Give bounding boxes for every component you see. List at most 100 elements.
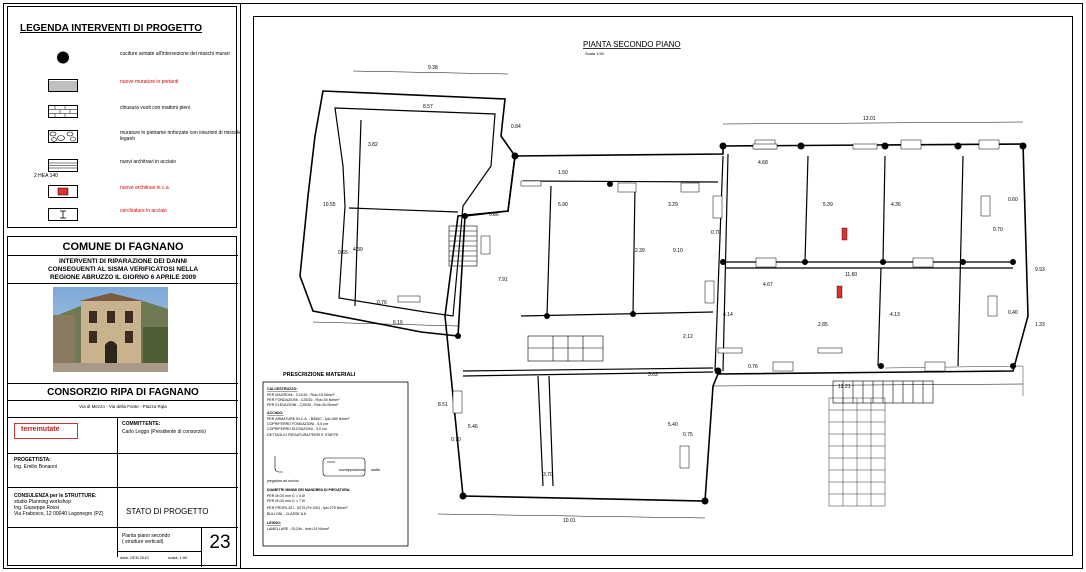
structures-line-3: Via Frabosco, 12 00040 Lagonegro (PZ) — [14, 511, 104, 517]
materials-line: COPRIFERRO ELEVAZIONI - 3,0 cm — [267, 427, 327, 431]
dimension-label: 0.76 — [748, 364, 758, 370]
client-label: COMMITTENTE: — [122, 421, 161, 427]
structures-line-2: Ing. Giuseppe Rossi — [14, 505, 60, 511]
designer-label: PROGETTISTA: — [14, 457, 51, 463]
dimension-label: 9.93 — [1035, 267, 1045, 273]
dimension-label: 5.90 — [558, 202, 568, 208]
dimension-label: 5.40 — [668, 422, 678, 428]
dimension-label: 9.38 — [428, 65, 438, 71]
materials-line: ACCIAIO: — [267, 411, 283, 415]
legend-panel: LEGENDA INTERVENTI DI PROGETTO cuciture … — [7, 6, 241, 228]
dimension-label: 8.51 — [438, 402, 448, 408]
dimension-label: 4.36 — [891, 202, 901, 208]
bending-detail-icon — [274, 456, 366, 477]
sheet-border — [3, 3, 1083, 569]
materials-line: PER ELEVAZIONI - C25/30 - Rck=30 N/mm² — [267, 403, 339, 407]
legend-text: cuciture armate all'intersezione dei mas… — [120, 51, 230, 57]
date-label: data: GEN 2010 — [120, 555, 149, 560]
steel-lintel-icon — [48, 159, 78, 172]
materials-line: PER Ø<20 mm D = 4 Ø — [267, 494, 305, 498]
steel-lintels — [397, 143, 878, 354]
dimension-label: 9.10 — [673, 248, 683, 254]
rc-lintel-icon — [48, 185, 78, 198]
dimension-label: 3.70 — [543, 472, 553, 478]
municipality-name: COMUNE DI FAGNANO — [62, 241, 184, 253]
legend-text: murature in pietrame rinforzate con inie… — [120, 130, 241, 142]
stitching-symbol-icon — [57, 51, 69, 64]
legend-text: nuove architravi in c.a. — [120, 185, 171, 191]
stone-pattern-icon — [48, 130, 78, 143]
materials-line: PER ARMATURE IN C.A. - B450C - fyk=450 N… — [267, 417, 350, 421]
dimension-label: 1.33 — [1035, 322, 1045, 328]
materials-line: LEGNO: — [267, 521, 281, 525]
legend-title: LEGENDA INTERVENTI DI PROGETTO — [20, 23, 203, 34]
sheet-title-line-2: ( strutture verticali) — [122, 539, 164, 545]
dimension-labels: 9.38 8.57 13.01 4.68 4.36 5.39 0.84 0.86… — [323, 65, 1045, 524]
dimension-label: 10.55 — [323, 202, 336, 208]
materials-line: DETTAGLIO PIEGATURA FERRI E STAFFE: — [267, 433, 339, 437]
dimension-label: 4.67 — [763, 282, 773, 288]
dimension-label: 0.76 — [377, 300, 387, 306]
sheet-title-line-1: Pianta piano secondo — [122, 533, 171, 539]
project-line-3: REGIONE ABRUZZO IL GIORNO 6 APRILE 2009 — [49, 274, 197, 281]
project-line-1: INTERVENTI DI RIPARAZIONE DEI DANNI — [59, 258, 187, 265]
dimension-label: 6.16 — [393, 320, 403, 326]
terrace-tiles — [828, 365, 1024, 507]
dimension-label: 0.70 — [993, 227, 1003, 233]
steel-frame-icon — [48, 208, 78, 221]
stair-block — [448, 225, 934, 404]
dimension-label: 4.13 — [890, 312, 900, 318]
client-value: Carlo Leggo (Presidente di consorzio) — [122, 429, 206, 435]
wall-stitching-points — [455, 142, 1027, 505]
materials-box: PRESCRIZIONE MATERIALI CALCESTRUZZO: PER… — [262, 372, 409, 547]
dimension-label: 8.57 — [423, 104, 433, 110]
dimension-label: 3.03 — [648, 372, 658, 378]
title-block: COMUNE DI FAGNANO INTERVENTI DI RIPARAZI… — [7, 236, 238, 567]
heb-label: 2 HEA 140 — [34, 173, 58, 179]
materials-title: PRESCRIZIONE MATERIALI — [283, 372, 356, 378]
legend-text: cerchiature in acciaio — [120, 208, 167, 214]
logo-text: terremutate — [21, 426, 60, 433]
dimension-label: 11.60 — [845, 272, 857, 278]
sheet-number: 23 — [209, 532, 231, 553]
dimension-label: 0.84 — [511, 124, 521, 130]
materials-line: PER PROFILATI - S275 (Fe 430) - fyk=275 … — [267, 506, 348, 510]
dimension-label: 3.82 — [368, 142, 378, 148]
consortium-name: CONSORZIO RIPA DI FAGNANO — [47, 387, 199, 398]
plan-title: PIANTA SECONDO PIANO — [583, 40, 681, 49]
materials-line: DIAMETRI MINIMI DEI MANDRINI DI PIEGATUR… — [267, 488, 351, 492]
materials-line: PER FONDAZIONI - C25/30 - Rck=30 N/mm² — [267, 398, 340, 402]
company-logo: terremutate — [14, 423, 78, 439]
rc-lintels — [836, 227, 848, 299]
materials-line: COPRIFERRO FONDAZIONI - 5,0 cm — [267, 422, 328, 426]
structures-label: CONSULENZA per le STRUTTURE: — [14, 493, 97, 499]
dimension-label: 4.68 — [758, 160, 768, 166]
dimension-label: 5.46 — [468, 424, 478, 430]
hatched-wall-icon — [48, 79, 78, 92]
structures-line-1: studio Planning workshop — [14, 499, 71, 505]
materials-line: piegatura ad uncino — [267, 479, 299, 483]
project-state: STATO DI PROGETTO — [126, 507, 209, 516]
dimension-label: 0.86 — [489, 212, 499, 218]
project-line-2: CONSEGUENTI AL SISMA VERIFICATOSI NELLA — [47, 266, 199, 273]
materials-line: staffa — [371, 468, 380, 472]
plan-frame — [253, 16, 1073, 556]
dimension-label: 1.50 — [558, 170, 568, 176]
building-photo — [53, 287, 168, 372]
dimension-label: 13.01 — [863, 116, 876, 122]
materials-line: PER MAGRONI - C12/15 - Rck=15 N/mm² — [267, 393, 335, 397]
dimension-label: 10.01 — [563, 518, 576, 524]
dimension-label: 7.91 — [498, 277, 508, 283]
designer-value: Ing. Emilio Bonanni — [14, 464, 58, 470]
legend-text: nuovi architravi in acciaio — [120, 159, 176, 165]
materials-line: LAMELLARE - GL24h - fmk=24 N/mm² — [267, 527, 330, 531]
dimension-label: 5.39 — [823, 202, 833, 208]
dimension-label: 4.39 — [353, 247, 363, 253]
materials-line: BULLONI - CLASSE 8.8 — [267, 512, 306, 516]
legend-text: nuove murature in portanti — [120, 79, 179, 85]
dimension-label: 4.14 — [723, 312, 733, 318]
floor-plan: PIANTA SECONDO PIANO Scala 1:50 — [262, 40, 1045, 547]
dimension-label: 0.65 — [338, 250, 348, 256]
site-address: Via di Mezzo - Via della Fonte - Piazza … — [79, 404, 167, 409]
